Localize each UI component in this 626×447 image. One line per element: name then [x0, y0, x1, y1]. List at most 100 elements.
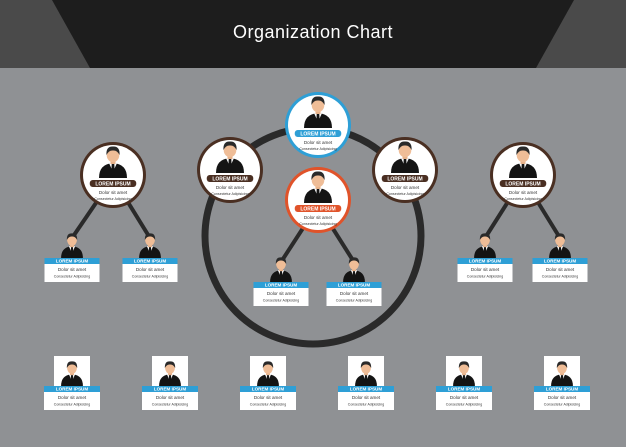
- person-icon: [99, 146, 127, 178]
- person-icon: [304, 96, 332, 128]
- employee-card-name: LOREM IPSUM: [265, 283, 298, 288]
- staff-card-line2: Consectetur Adipisicing: [544, 403, 580, 407]
- person-icon: [304, 171, 332, 203]
- head: [223, 142, 237, 158]
- staff-card-name-bar: [534, 386, 590, 392]
- hair: [458, 361, 470, 369]
- staff-card-line1: Dolor sit amet: [352, 395, 381, 400]
- node-side-left-line2: Consectetur Adipisicing: [94, 197, 131, 201]
- hair: [66, 361, 78, 369]
- tie: [558, 247, 562, 257]
- head: [276, 258, 286, 270]
- hair: [398, 141, 412, 150]
- node-manager-name-bar: [294, 205, 342, 212]
- node-vp-left-name: LOREM IPSUM: [212, 177, 247, 183]
- person-icon: [159, 361, 181, 386]
- person-icon: [343, 257, 365, 282]
- node-ceo-line1: Dolor sit amet: [304, 140, 333, 145]
- hair: [144, 233, 156, 241]
- header-banner: [0, 0, 626, 68]
- employee-card-name-bar: [122, 258, 178, 264]
- employee-card-name: LOREM IPSUM: [469, 259, 502, 264]
- head: [311, 97, 325, 113]
- node-side-left-name-bar: [89, 180, 137, 187]
- staff-card-line2: Consectetur Adipisicing: [446, 403, 482, 407]
- staff-card-name: LOREM IPSUM: [546, 387, 579, 392]
- staff-card-name-bar: [142, 386, 198, 392]
- hair: [516, 146, 530, 155]
- staff-card-name-bar: [338, 386, 394, 392]
- person-icon: [257, 361, 279, 386]
- node-manager-line1: Dolor sit amet: [304, 215, 333, 220]
- tie: [462, 375, 466, 385]
- node-ceo-line2: Consectetur Adipisicing: [299, 147, 336, 151]
- employee-card-line2: Consectetur Adipisicing: [54, 275, 90, 279]
- hair: [262, 361, 274, 369]
- node-vp-left-name-bar: [206, 175, 254, 182]
- tie: [352, 271, 356, 281]
- person-icon: [453, 361, 475, 386]
- head: [361, 362, 371, 374]
- head: [349, 258, 359, 270]
- hair: [66, 233, 78, 241]
- employee-card-line1: Dolor sit amet: [471, 267, 500, 272]
- person-icon: [549, 233, 571, 258]
- person-icon: [551, 361, 573, 386]
- tie: [111, 164, 115, 176]
- node-side-right-name: LOREM IPSUM: [505, 182, 540, 188]
- tie: [228, 159, 232, 171]
- staff-card-name: LOREM IPSUM: [56, 387, 89, 392]
- node-side-right-line2: Consectetur Adipisicing: [504, 197, 541, 201]
- employee-card-name-bar: [532, 258, 588, 264]
- node-side-right-line1: Dolor sit amet: [509, 190, 538, 195]
- node-vp-right-line1: Dolor sit amet: [391, 185, 420, 190]
- tie: [148, 247, 152, 257]
- employee-card-line1: Dolor sit amet: [267, 291, 296, 296]
- tie: [70, 247, 74, 257]
- node-vp-left-line2: Consectetur Adipisicing: [211, 192, 248, 196]
- employee-card-line1: Dolor sit amet: [58, 267, 87, 272]
- staff-card-name-bar: [240, 386, 296, 392]
- banner-center: [52, 0, 574, 68]
- node-ceo-name-bar: [294, 130, 342, 137]
- node-ceo-name: LOREM IPSUM: [300, 132, 335, 138]
- head: [311, 172, 325, 188]
- node-vp-right-name-bar: [381, 175, 429, 182]
- node-vp-left-line1: Dolor sit amet: [216, 185, 245, 190]
- hair: [311, 171, 325, 180]
- staff-card-line1: Dolor sit amet: [156, 395, 185, 400]
- head: [67, 234, 77, 246]
- person-icon: [270, 257, 292, 282]
- tie: [483, 247, 487, 257]
- employee-card-name-bar: [326, 282, 382, 288]
- staff-card-name: LOREM IPSUM: [154, 387, 187, 392]
- hair: [479, 233, 491, 241]
- employee-card-name-bar: [44, 258, 100, 264]
- employee-card-name-bar: [457, 258, 513, 264]
- person-icon: [355, 361, 377, 386]
- staff-card-name: LOREM IPSUM: [252, 387, 285, 392]
- person-icon: [391, 141, 419, 173]
- node-side-left-line1: Dolor sit amet: [99, 190, 128, 195]
- employee-card-name: LOREM IPSUM: [338, 283, 371, 288]
- tie: [266, 375, 270, 385]
- employee-card-line2: Consectetur Adipisicing: [542, 275, 578, 279]
- head: [459, 362, 469, 374]
- hair: [348, 257, 360, 265]
- node-manager-line2: Consectetur Adipisicing: [299, 222, 336, 226]
- employee-card-line2: Consectetur Adipisicing: [132, 275, 168, 279]
- staff-card-line2: Consectetur Adipisicing: [54, 403, 90, 407]
- employee-card-line2: Consectetur Adipisicing: [336, 299, 372, 303]
